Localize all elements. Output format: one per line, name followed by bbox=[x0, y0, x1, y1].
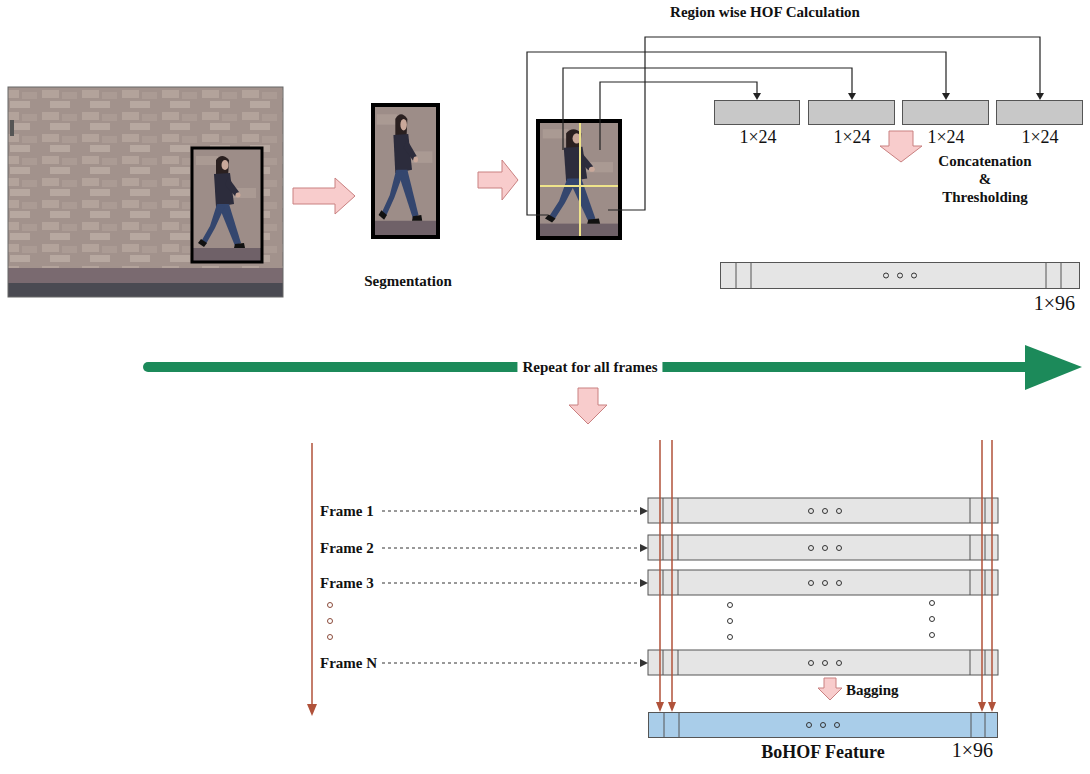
ellipsis-dot bbox=[912, 273, 917, 278]
bar-divider bbox=[971, 713, 972, 737]
bar-divider bbox=[664, 713, 665, 737]
hof-box: 1×24 bbox=[808, 100, 895, 125]
frame-pointer-heads bbox=[640, 507, 648, 667]
person bbox=[192, 148, 262, 262]
time-arrow bbox=[311, 443, 313, 706]
feature-label: BoHOF Feature bbox=[761, 743, 884, 763]
dimension-label: 1×24 bbox=[833, 128, 870, 148]
ellipsis-dot bbox=[807, 723, 812, 728]
wall bbox=[8, 87, 283, 268]
dimension-label: 1×24 bbox=[739, 128, 776, 148]
bohof-feature-bar: BoHOF Feature1×96 bbox=[648, 712, 998, 738]
step-label: Segmentation bbox=[364, 272, 452, 290]
repeat-arrowhead bbox=[1025, 345, 1082, 390]
segment-border bbox=[373, 105, 438, 237]
frame-feature-bar: 1×96 bbox=[720, 262, 1080, 289]
ellipsis-dot bbox=[898, 273, 903, 278]
segmented-person bbox=[373, 105, 438, 237]
block-arrow bbox=[880, 131, 922, 162]
bar-divider bbox=[1046, 263, 1047, 288]
ellipsis-dot bbox=[884, 273, 889, 278]
bar-divider bbox=[1061, 263, 1062, 288]
block-arrow bbox=[569, 388, 607, 424]
step-label: Concatenation & Thresholding bbox=[938, 152, 1031, 206]
step-label: Bagging bbox=[846, 681, 899, 699]
dimension-label: 1×96 bbox=[1034, 292, 1075, 314]
dimension-label: 1×24 bbox=[1021, 128, 1058, 148]
region-divider bbox=[579, 123, 581, 236]
hof-box: 1×24 bbox=[996, 100, 1083, 125]
block-arrow bbox=[293, 178, 355, 214]
quartered-person bbox=[538, 121, 620, 238]
bagging-lines bbox=[660, 440, 992, 704]
bar-divider bbox=[736, 263, 737, 288]
frame-bars bbox=[328, 498, 999, 675]
hof-box: 1×24 bbox=[714, 100, 800, 125]
dimension-label: 1×96 bbox=[952, 739, 993, 761]
block-arrow bbox=[478, 160, 518, 200]
road bbox=[8, 283, 283, 297]
bar-divider bbox=[751, 263, 752, 288]
hof-box: 1×24 bbox=[902, 100, 989, 125]
frame-label: Frame 1 bbox=[320, 502, 374, 520]
bar-dividers bbox=[721, 263, 1079, 288]
time-arrowhead bbox=[307, 704, 317, 716]
region-lines bbox=[527, 37, 1040, 215]
arrowheads bbox=[753, 93, 1044, 100]
dimension-label: 1×24 bbox=[927, 128, 964, 148]
frame-pointers bbox=[382, 511, 641, 663]
bagging-heads bbox=[656, 702, 996, 712]
pavement bbox=[8, 268, 283, 283]
frame-label: Frame 2 bbox=[320, 539, 374, 557]
bar-divider bbox=[985, 713, 986, 737]
region-divider bbox=[540, 185, 618, 187]
frame-label: Frame N bbox=[320, 654, 377, 672]
bar-dividers bbox=[649, 713, 997, 737]
block-arrow bbox=[818, 678, 842, 700]
bar-divider bbox=[679, 713, 680, 737]
detection-box bbox=[192, 148, 262, 262]
segment-border bbox=[538, 121, 620, 238]
ellipsis-dot bbox=[835, 723, 840, 728]
ellipsis-dot bbox=[821, 723, 826, 728]
photo-frame bbox=[8, 87, 283, 297]
repeat-label: Repeat for all frames bbox=[517, 358, 662, 376]
stage-title: Region wise HOF Calculation bbox=[670, 3, 860, 21]
wall-mark bbox=[10, 120, 14, 136]
frame-label: Frame 3 bbox=[320, 574, 374, 592]
